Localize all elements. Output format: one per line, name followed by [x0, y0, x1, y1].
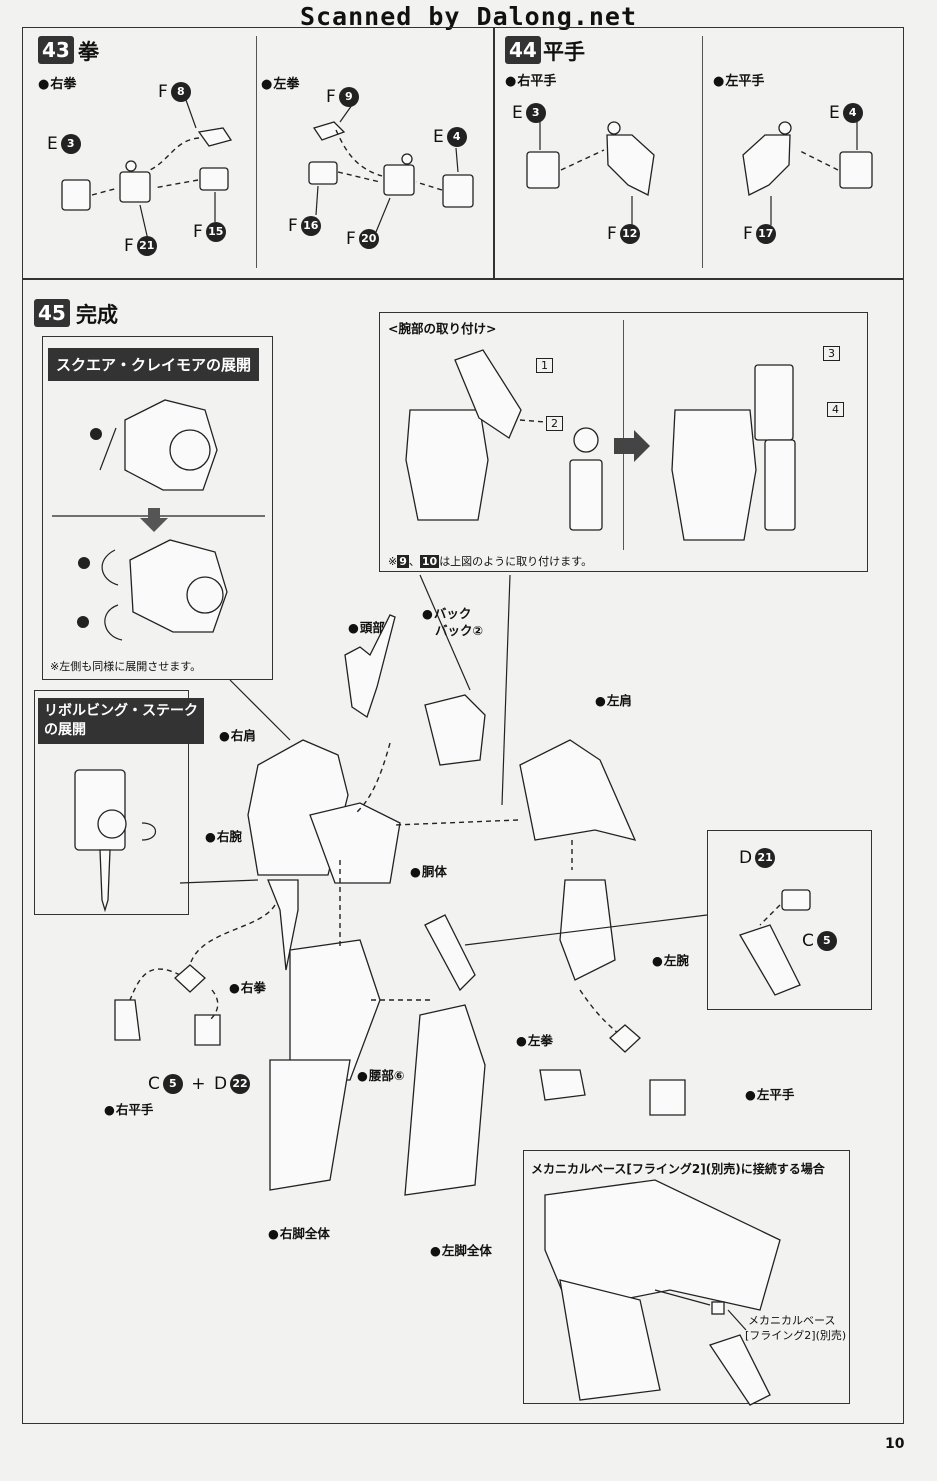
step-44-right-palm-label: 右平手 — [505, 70, 556, 89]
claymore-illustration — [52, 399, 265, 641]
step-43-number: 43 — [38, 36, 74, 64]
label-left-fist: 左拳 — [516, 1030, 553, 1049]
watermark: Scanned by Dalong.net — [299, 2, 638, 31]
stake-heading-line2: の展開 — [44, 722, 86, 738]
note-part-9: 9 — [397, 555, 409, 568]
stake-box — [34, 690, 189, 915]
label-head: 頭部 — [348, 617, 385, 636]
claymore-note: ※左側も同様に展開させます。 — [50, 660, 202, 673]
label-right-arm: 右腕 — [205, 826, 242, 845]
label-left-palm: 左平手 — [745, 1084, 795, 1103]
step-45-panel — [22, 279, 904, 1424]
mech-base-callout-2: [フライング2](別売) — [745, 1329, 847, 1342]
label-left-shoulder: 左肩 — [595, 690, 632, 709]
step-45-title: 完成 — [76, 303, 118, 327]
divider-43-right-left — [256, 36, 257, 268]
step-43-title: 拳 — [78, 40, 99, 64]
claymore-box — [42, 336, 273, 680]
arm-step-3: 3 — [823, 346, 840, 361]
label-right-shoulder: 右肩 — [219, 725, 256, 744]
label-right-fist: 右拳 — [229, 977, 266, 996]
left-palm-assembly-illustration — [742, 121, 873, 225]
arm-step-4: 4 — [827, 402, 844, 417]
arm-attach-heading: <腕部の取り付け> — [388, 321, 497, 336]
main-assembly-illustration — [114, 574, 708, 1196]
label-right-palm: 右平手 — [104, 1099, 154, 1118]
step-43-44-panel — [22, 27, 904, 279]
divider-43-44 — [493, 27, 495, 279]
label-waist: 腰部⑥ — [357, 1065, 405, 1084]
step-43-left-fist-label: 左拳 — [261, 73, 299, 92]
label-back1: バック — [422, 603, 472, 622]
arm-step-1: 1 — [536, 358, 553, 373]
dc-box — [707, 830, 872, 1010]
stake-heading-line1: リボルビング・ステーク — [44, 703, 198, 719]
mech-base-heading: メカニカルベース[フライング2](別売)に接続する場合 — [531, 1162, 825, 1176]
label-right-leg: 右脚全体 — [268, 1223, 330, 1242]
claymore-heading: スクエア・クレイモアの展開 — [48, 348, 260, 381]
right-fist-assembly-illustration — [61, 99, 233, 241]
step-45-number: 45 — [34, 299, 70, 327]
revolving-stake-illustration — [74, 769, 157, 913]
note-part-10: 10 — [419, 555, 440, 568]
stake-heading: リボルビング・ステーク の展開 — [38, 698, 204, 744]
arm-box-divider — [623, 320, 624, 550]
label-left-leg: 左脚全体 — [430, 1240, 492, 1259]
step-44-title: 平手 — [543, 40, 585, 64]
right-palm-assembly-illustration — [526, 121, 655, 225]
mech-base-box — [523, 1150, 850, 1404]
step-44-left-palm-label: 左平手 — [713, 70, 764, 89]
divider-44-right-left — [702, 36, 703, 268]
arm-attach-illustration — [405, 349, 796, 541]
label-torso: 胴体 — [410, 861, 447, 880]
step-44-number: 44 — [505, 36, 541, 64]
label-left-arm: 左腕 — [652, 950, 689, 969]
arm-attach-box — [379, 312, 868, 572]
mech-base-illustration — [544, 1179, 781, 1406]
page-number: 10 — [885, 1436, 905, 1452]
arm-step-2: 2 — [546, 416, 563, 431]
mech-base-callout-1: メカニカルベース — [748, 1314, 836, 1327]
label-back2: バック② — [435, 623, 484, 638]
step-43-right-fist-label: 右拳 — [38, 73, 76, 92]
dc-parts-illustration — [739, 889, 811, 996]
left-fist-assembly-illustration — [308, 104, 474, 233]
